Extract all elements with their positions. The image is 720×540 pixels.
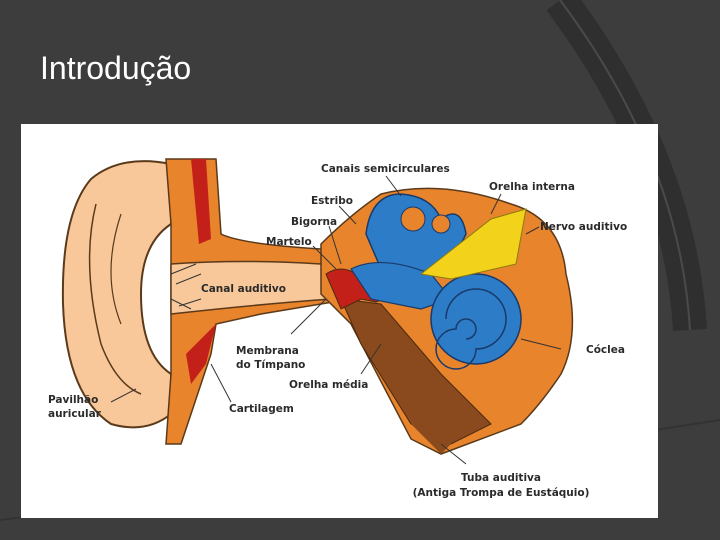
pinna-shape [61,160,172,429]
ear-anatomy-figure: Canais semicirculares Orelha interna Est… [21,124,658,518]
label-malleus: Martelo [266,236,312,248]
label-stapes: Estribo [311,195,353,207]
cochlea-shape [430,273,522,365]
label-middle-ear: Orelha média [289,379,368,391]
label-cochlea: Cóclea [586,344,625,356]
label-eustachian-line1: Tuba auditiva [461,472,541,484]
label-semicircular-canals: Canais semicirculares [321,163,450,175]
label-cartilage: Cartilagem [229,403,294,415]
label-incus: Bigorna [291,216,337,228]
slide-title: Introdução [40,50,192,86]
label-eardrum-line1: Membrana [236,345,299,357]
label-inner-ear: Orelha interna [489,181,575,193]
label-eustachian-line2: (Antiga Trompa de Eustáquio) [413,487,590,499]
semicircular-canals-shape [365,193,467,275]
ear-diagram: Canais semicirculares Orelha interna Est… [48,158,627,499]
auditory-nerve-shape [419,208,527,280]
label-eardrum-line2: do Tímpano [236,359,305,371]
label-pinna-line2: auricular [48,408,102,420]
label-ear-canal: Canal auditivo [201,283,286,295]
label-auditory-nerve: Nervo auditivo [540,221,627,233]
label-pinna-line1: Pavilhão [48,394,98,406]
